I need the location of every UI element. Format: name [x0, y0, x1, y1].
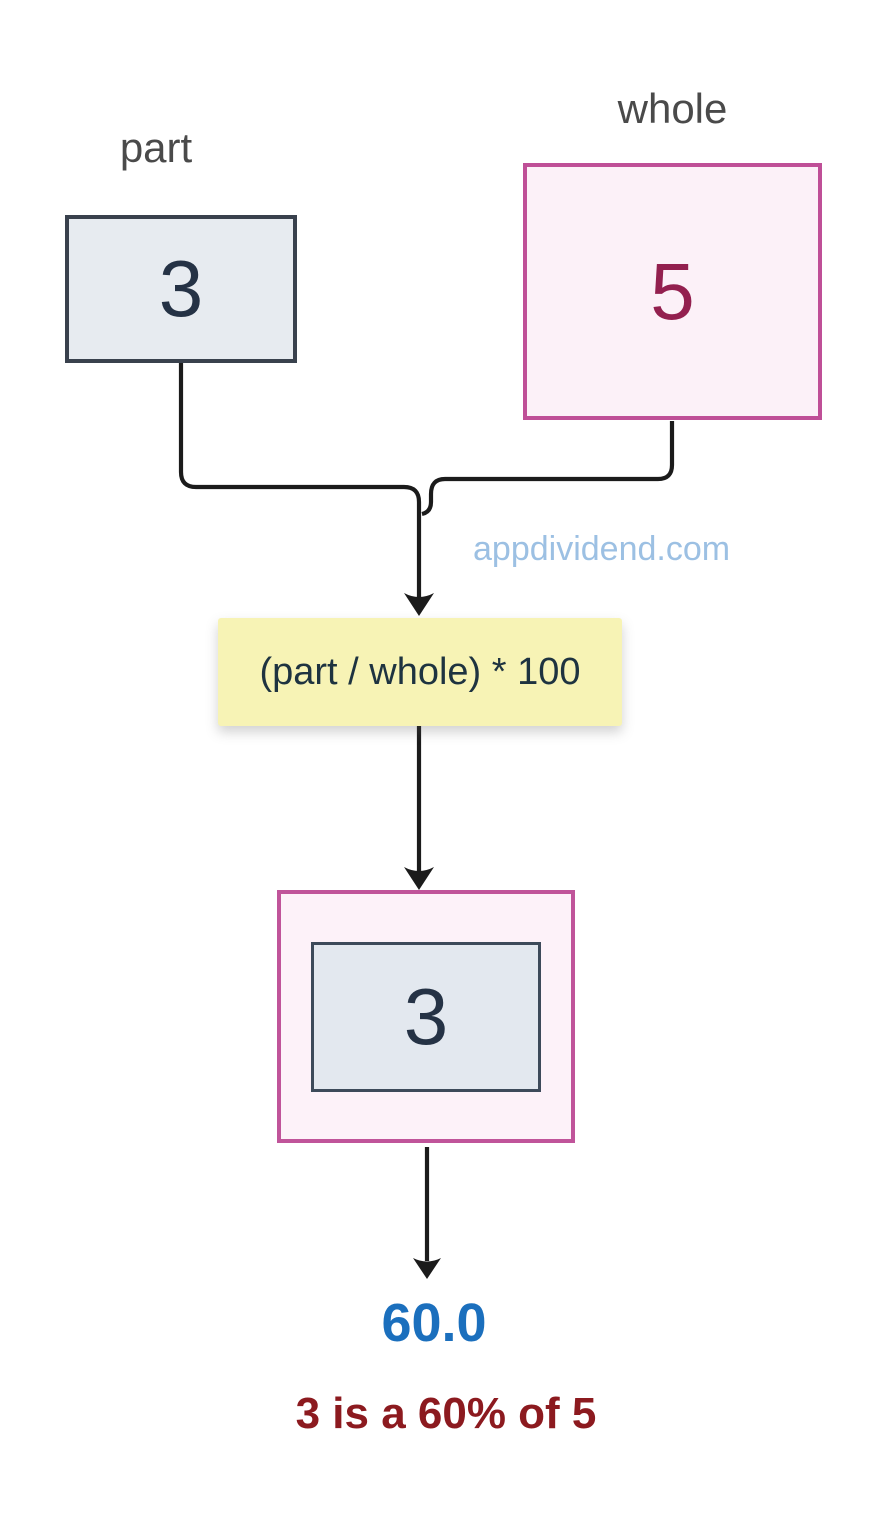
part-value-box: 3 [65, 215, 297, 363]
formula-box: (part / whole) * 100 [218, 618, 622, 726]
whole-label: whole [617, 85, 728, 132]
caption-text: 3 is a 60% of 5 [295, 1389, 597, 1438]
result-inner-box: 3 [311, 941, 541, 1092]
output-value: 60.0 [381, 1293, 487, 1353]
arrow-down-icon [404, 593, 434, 616]
result-value: 3 [403, 971, 449, 1061]
whole-value-box: 5 [523, 163, 822, 420]
part-label: part [119, 124, 193, 171]
arrow-down-icon [404, 867, 434, 890]
connector-part-to-junction [178, 363, 422, 598]
formula-text: (part / whole) * 100 [259, 651, 581, 693]
result-outer-box: 3 [277, 890, 575, 1143]
part-value: 3 [158, 244, 204, 333]
watermark: appdividend.com [473, 530, 731, 568]
connector-whole-to-junction [421, 421, 675, 517]
whole-value: 5 [650, 246, 695, 336]
arrow-down-icon [413, 1258, 441, 1279]
